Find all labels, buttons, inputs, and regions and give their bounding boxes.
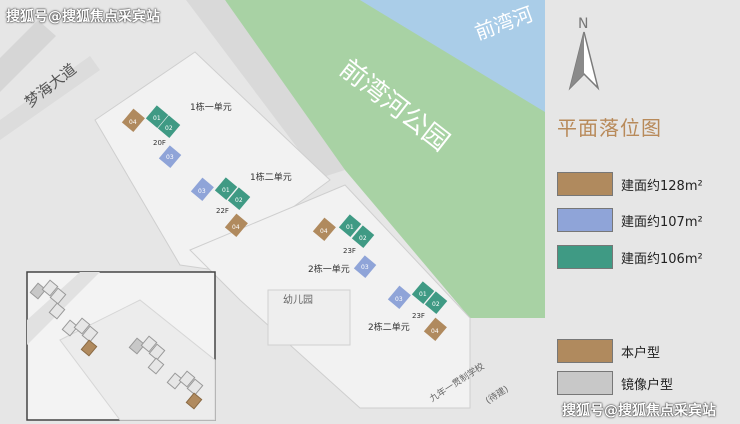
mirror-unit: [29, 282, 47, 300]
inset-map: [26, 271, 216, 421]
mirror-unit: [73, 317, 91, 335]
mirror-unit: [41, 279, 59, 297]
unit-03: [190, 177, 214, 202]
mirror-unit: [147, 357, 165, 375]
unit-number: 01: [346, 224, 354, 231]
unit-number: 02: [235, 197, 243, 204]
unit-04: [224, 213, 248, 238]
legend-title: 平面落位图: [557, 116, 662, 140]
mirror-unit: [140, 335, 158, 353]
legend-swatch: [557, 172, 613, 196]
mirror-unit: [186, 378, 204, 396]
floor-count: 20F: [153, 139, 166, 147]
mirror-unit: [48, 302, 66, 320]
unit-02: [227, 187, 251, 211]
mirror-unit: [128, 337, 146, 355]
current-unit: [185, 392, 203, 410]
unit-02: [424, 291, 448, 315]
unit-01: [411, 281, 435, 305]
unit-01: [214, 177, 238, 201]
kindergarten-label: 幼儿园: [283, 293, 313, 306]
unit-number: 04: [232, 224, 240, 231]
building-2-unit-1-label: 2栋一单元: [308, 263, 350, 275]
unit-number: 04: [129, 119, 137, 126]
mirror-unit: [49, 287, 67, 305]
legend-label: 建面约107m²: [621, 214, 703, 230]
north-arrow-icon: N: [568, 16, 600, 91]
legend-label: 镜像户型: [621, 377, 674, 393]
legend-item-128: 建面约128m²: [557, 172, 703, 196]
unit-02: [157, 115, 181, 139]
watermark-bottom: 搜狐号@搜狐焦点采宾站: [562, 403, 716, 419]
building-1-unit-1-label: 1栋一单元: [190, 101, 232, 113]
legend-item-mirror: 镜像户型: [557, 371, 673, 395]
unit-number: 02: [359, 235, 367, 242]
unit-03: [158, 145, 182, 169]
legend-item-current: 本户型: [557, 339, 660, 363]
floor-count: 23F: [412, 312, 425, 320]
unit-number: 01: [222, 187, 230, 194]
unit-04: [423, 317, 447, 342]
inset-plot: [59, 299, 216, 421]
unit-01: [145, 105, 169, 129]
unit-number: 02: [432, 301, 440, 308]
unit-cluster-b2u2: 03 01 02 04 23F: [387, 281, 448, 342]
mirror-unit: [81, 325, 99, 343]
unit-02: [351, 225, 375, 249]
building-1-unit-2-label: 1栋二单元: [250, 171, 292, 183]
unit-number: 02: [165, 125, 173, 132]
unit-01: [338, 214, 362, 238]
unit-number: 01: [419, 291, 427, 298]
legend-swatch: [557, 245, 613, 269]
unit-cluster-b1u2: 03 01 02 04 22F: [190, 177, 251, 238]
unit-03: [353, 255, 377, 279]
legend-swatch: [557, 339, 613, 363]
legend-label: 建面约128m²: [621, 178, 703, 194]
legend-item-106: 建面约106m²: [557, 245, 703, 269]
north-label: N: [578, 16, 588, 32]
unit-03: [387, 285, 411, 310]
unit-number: 03: [166, 154, 174, 161]
floor-count: 22F: [216, 207, 229, 215]
current-unit: [80, 339, 98, 357]
unit-cluster-b2u1: 04 01 02 03 23F: [312, 214, 377, 279]
legend-item-107: 建面约107m²: [557, 208, 703, 232]
road-strip: [0, 20, 56, 92]
unit-number: 04: [320, 228, 328, 235]
legend-swatch: [557, 208, 613, 232]
unit-number: 01: [153, 115, 161, 122]
unit-number: 03: [198, 188, 206, 195]
park-area: [225, 0, 545, 318]
mirror-unit: [61, 319, 79, 337]
legend-swatch: [557, 371, 613, 395]
legend-label: 建面约106m²: [621, 251, 703, 267]
unit-04: [312, 217, 336, 242]
floor-count: 23F: [343, 247, 356, 255]
unit-number: 03: [361, 264, 369, 271]
watermark-top: 搜狐号@搜狐焦点采宾站: [6, 9, 160, 25]
unit-cluster-b1u1: 04 01 02 03 20F: [121, 105, 182, 169]
building-2-unit-2-label: 2栋二单元: [368, 321, 410, 333]
mirror-unit: [166, 372, 184, 390]
kindergarten-plot: [267, 289, 351, 346]
unit-04: [121, 108, 145, 133]
mirror-unit: [178, 370, 196, 388]
unit-number: 04: [431, 328, 439, 335]
road-strip: [0, 56, 100, 140]
road-strip: [186, 0, 345, 178]
mirror-unit: [148, 343, 166, 361]
legend-label: 本户型: [621, 345, 661, 361]
unit-number: 03: [395, 296, 403, 303]
